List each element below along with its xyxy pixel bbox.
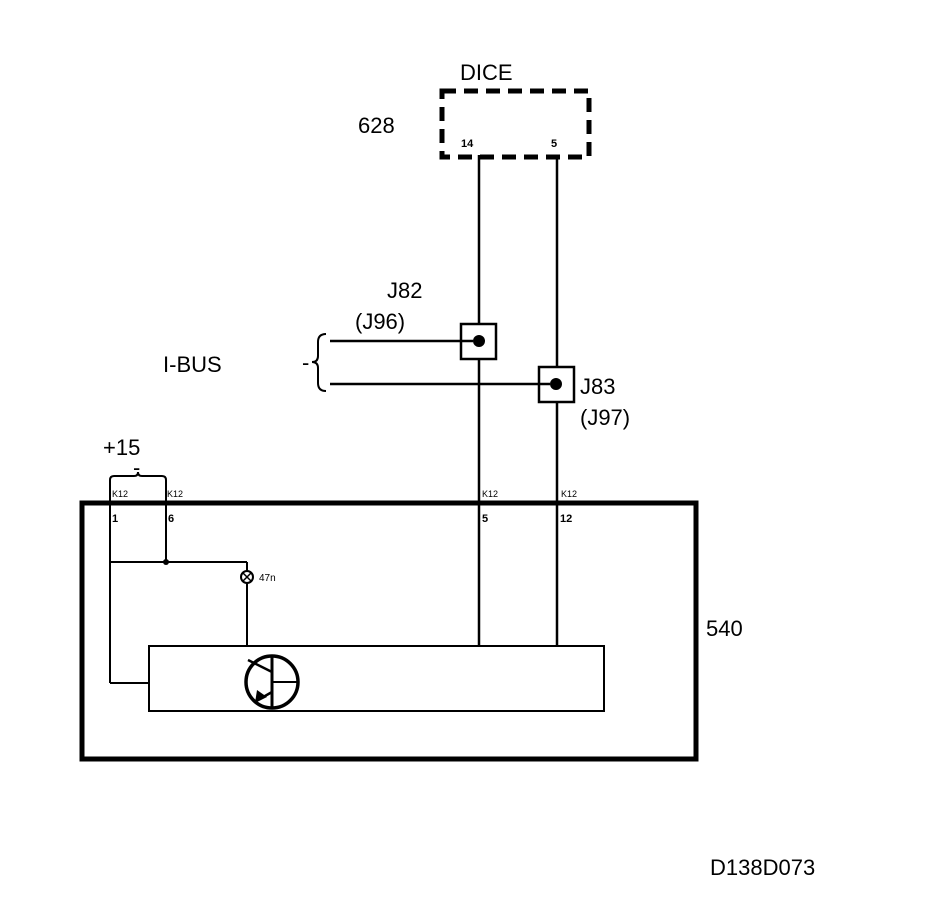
module-540-box <box>79 500 699 762</box>
dice-module-name: DICE <box>460 60 513 85</box>
k12-label-pin-1: K12 <box>112 489 128 499</box>
j82-alt-label: (J96) <box>355 309 405 334</box>
internal-control-block <box>148 645 605 712</box>
dice-pin-14-label: 14 <box>461 138 474 150</box>
k12-label-pin-12: K12 <box>561 489 577 499</box>
junction-dot <box>163 559 169 565</box>
k12-label-pin-5: K12 <box>482 489 498 499</box>
dice-module-box <box>439 88 592 160</box>
transistor-collector <box>247 658 273 674</box>
drawing-id: D138D073 <box>710 855 815 880</box>
supply-label: +15 <box>103 435 140 460</box>
j83-alt-label: (J97) <box>580 405 630 430</box>
supply-brace <box>109 471 167 488</box>
j82-splice-dot <box>473 335 485 347</box>
lamp-cross-2 <box>242 572 252 582</box>
j83-splice-dot <box>550 378 562 390</box>
j82-label: J82 <box>387 278 422 303</box>
ibus-dash: - <box>302 350 309 375</box>
dice-pin-5-label: 5 <box>551 138 557 150</box>
ibus-label: I-BUS <box>163 352 222 377</box>
j83-label: J83 <box>580 374 615 399</box>
k12-label-pin-6: K12 <box>167 489 183 499</box>
lamp-label: 47n <box>259 573 276 584</box>
module-540-pin-12: 12 <box>560 513 572 525</box>
transistor-emitter-arrow-icon <box>255 690 267 703</box>
module-540-pin-5: 5 <box>482 513 488 525</box>
dice-module-ref: 628 <box>358 113 395 138</box>
module-540-ref: 540 <box>706 616 743 641</box>
module-540-pin-1: 1 <box>112 513 118 525</box>
ibus-brace <box>311 333 327 392</box>
module-540-pin-6: 6 <box>168 513 174 525</box>
supply-dash: - <box>133 455 140 480</box>
